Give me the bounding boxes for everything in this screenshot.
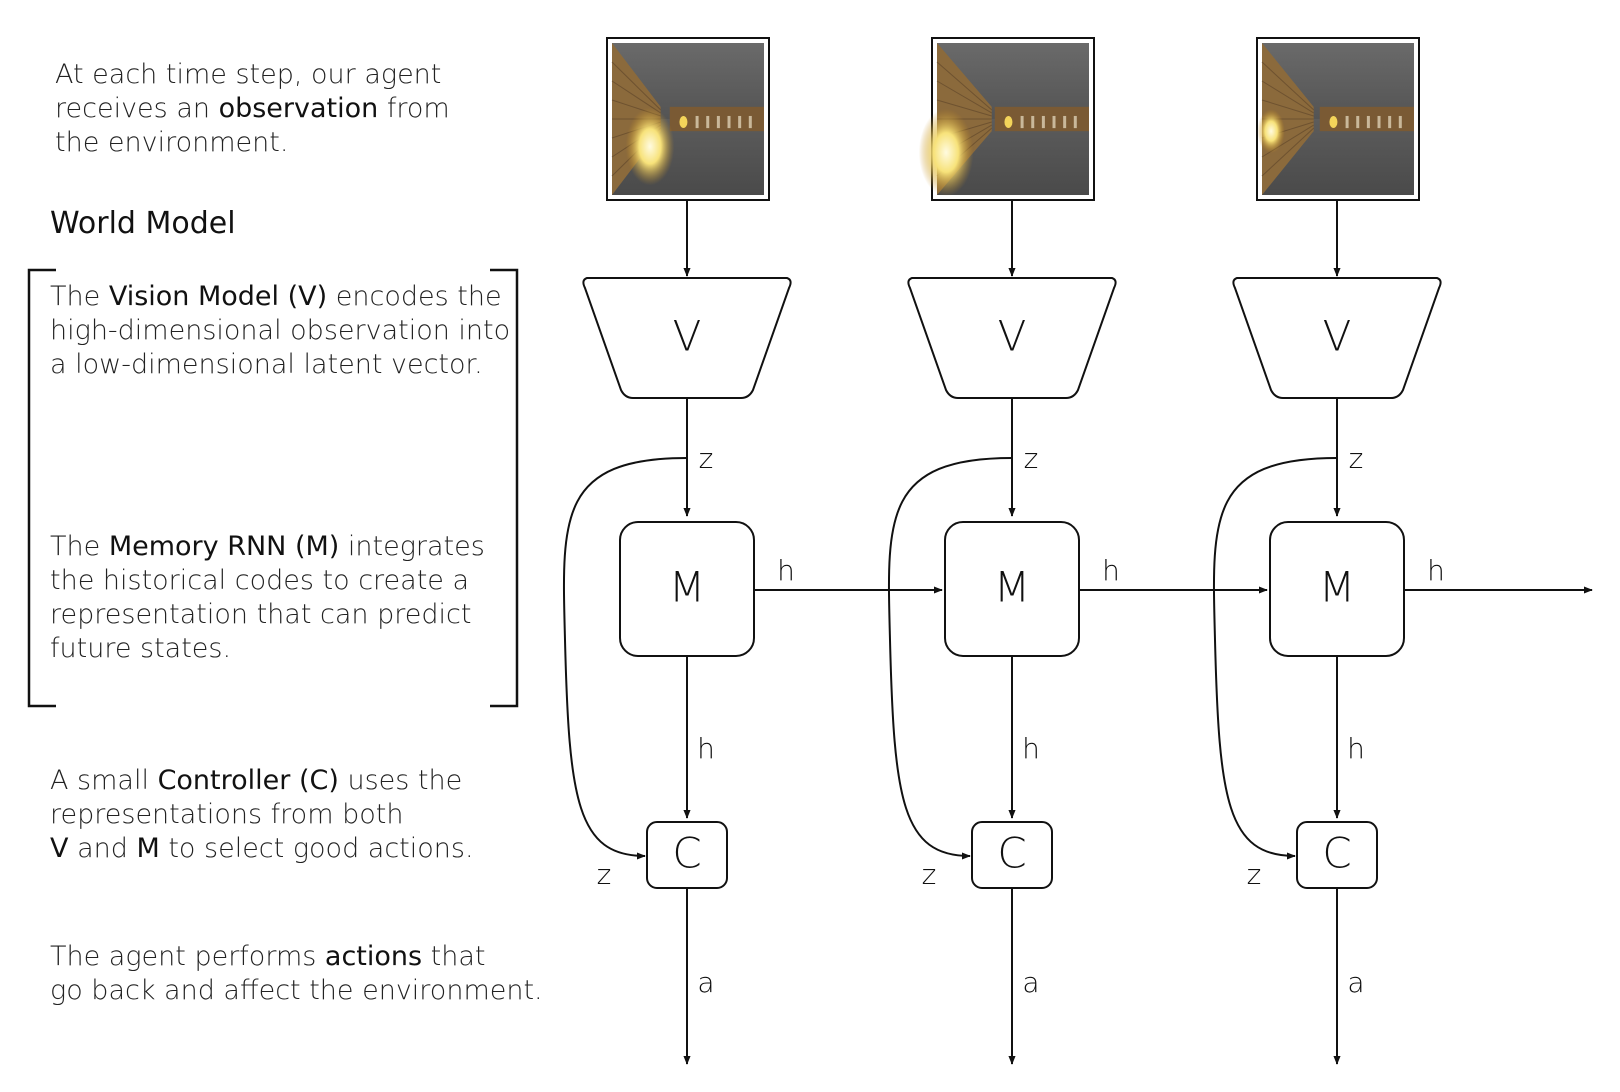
frame-light [625,107,675,186]
h-label-down: h [1022,732,1040,765]
z-label-down: z [1349,442,1364,475]
arrow-z-to-c [562,457,688,860]
frame-pillar [1041,115,1045,129]
memory-description: The Memory RNN (M) integrates the histor… [50,531,485,664]
frame-brick-line [936,61,993,111]
vision-model-box [907,277,1117,399]
world-model-bracket [27,268,519,708]
frame-pillar [1377,115,1381,129]
frame-brick-line [611,61,661,111]
frame-brick-line [1261,99,1314,117]
observation-frame-image [606,37,770,201]
frame-brick-line [936,80,992,114]
frame-brick-line [1261,80,1314,114]
frame-pillar [706,115,710,129]
a-label: a [1022,966,1039,999]
observation-description: At each time step, our agent receives an… [55,59,450,158]
vision-model-label: V [1323,312,1352,361]
frame-brick-line [1261,61,1315,111]
frame-pillar [1388,115,1392,129]
h-label-right: h [777,554,795,587]
action-description: The agent performs actions that go back … [50,941,543,1006]
frame-brick-line [1261,127,1315,177]
frame-pillar [1073,115,1077,129]
frame-brick-line [611,80,661,114]
z-label-side: z [597,858,612,891]
frame-distant-light [1329,116,1338,129]
a-label: a [1347,966,1364,999]
frame-pillar [1366,115,1370,129]
frame-brick-line [936,99,992,117]
frame-pillar [1398,115,1402,129]
arrow-z-to-c [887,457,1013,860]
vision-model-label: V [998,312,1027,361]
frame-pillar [1020,115,1024,129]
frame-pillar [727,115,731,129]
a-label: a [697,966,714,999]
memory-rnn-label: M [669,563,705,612]
vision-description: The Vision Model (V) encodes the high-di… [50,281,511,380]
z-label-side: z [922,858,937,891]
z-label-down: z [699,442,714,475]
memory-rnn-label: M [994,563,1030,612]
observation-frame-image [918,37,1095,201]
frame-pillar [695,115,699,129]
frame-pillar [1052,115,1056,129]
world-model-heading: World Model [50,206,236,241]
memory-rnn-label: M [1319,563,1355,612]
h-label-down: h [697,732,715,765]
h-label-right: h [1427,554,1445,587]
frame-light [1257,109,1285,154]
h-label-down: h [1347,732,1365,765]
h-label-right: h [1102,554,1120,587]
frame-pillar [1356,115,1360,129]
frame-pillar [748,115,752,129]
controller-label: C [1322,829,1351,878]
frame-light [918,108,974,197]
controller-description: A small Controller (C) uses the represen… [50,765,474,864]
frame-pillar [1345,115,1349,129]
controller-label: C [672,829,701,878]
frame-distant-light [1004,116,1013,129]
z-label-down: z [1024,442,1039,475]
vision-model-box [1232,277,1442,399]
vision-model-box [582,277,792,399]
frame-pillar [738,115,742,129]
observation-frame-image [1256,37,1420,201]
frame-pillar [716,115,720,129]
z-label-side: z [1247,858,1262,891]
frame-pillar [1031,115,1035,129]
controller-label: C [997,829,1026,878]
frame-pillar [1063,115,1067,129]
frame-distant-light [679,116,688,129]
vision-model-label: V [673,312,702,361]
arrow-z-to-c [1212,457,1338,860]
